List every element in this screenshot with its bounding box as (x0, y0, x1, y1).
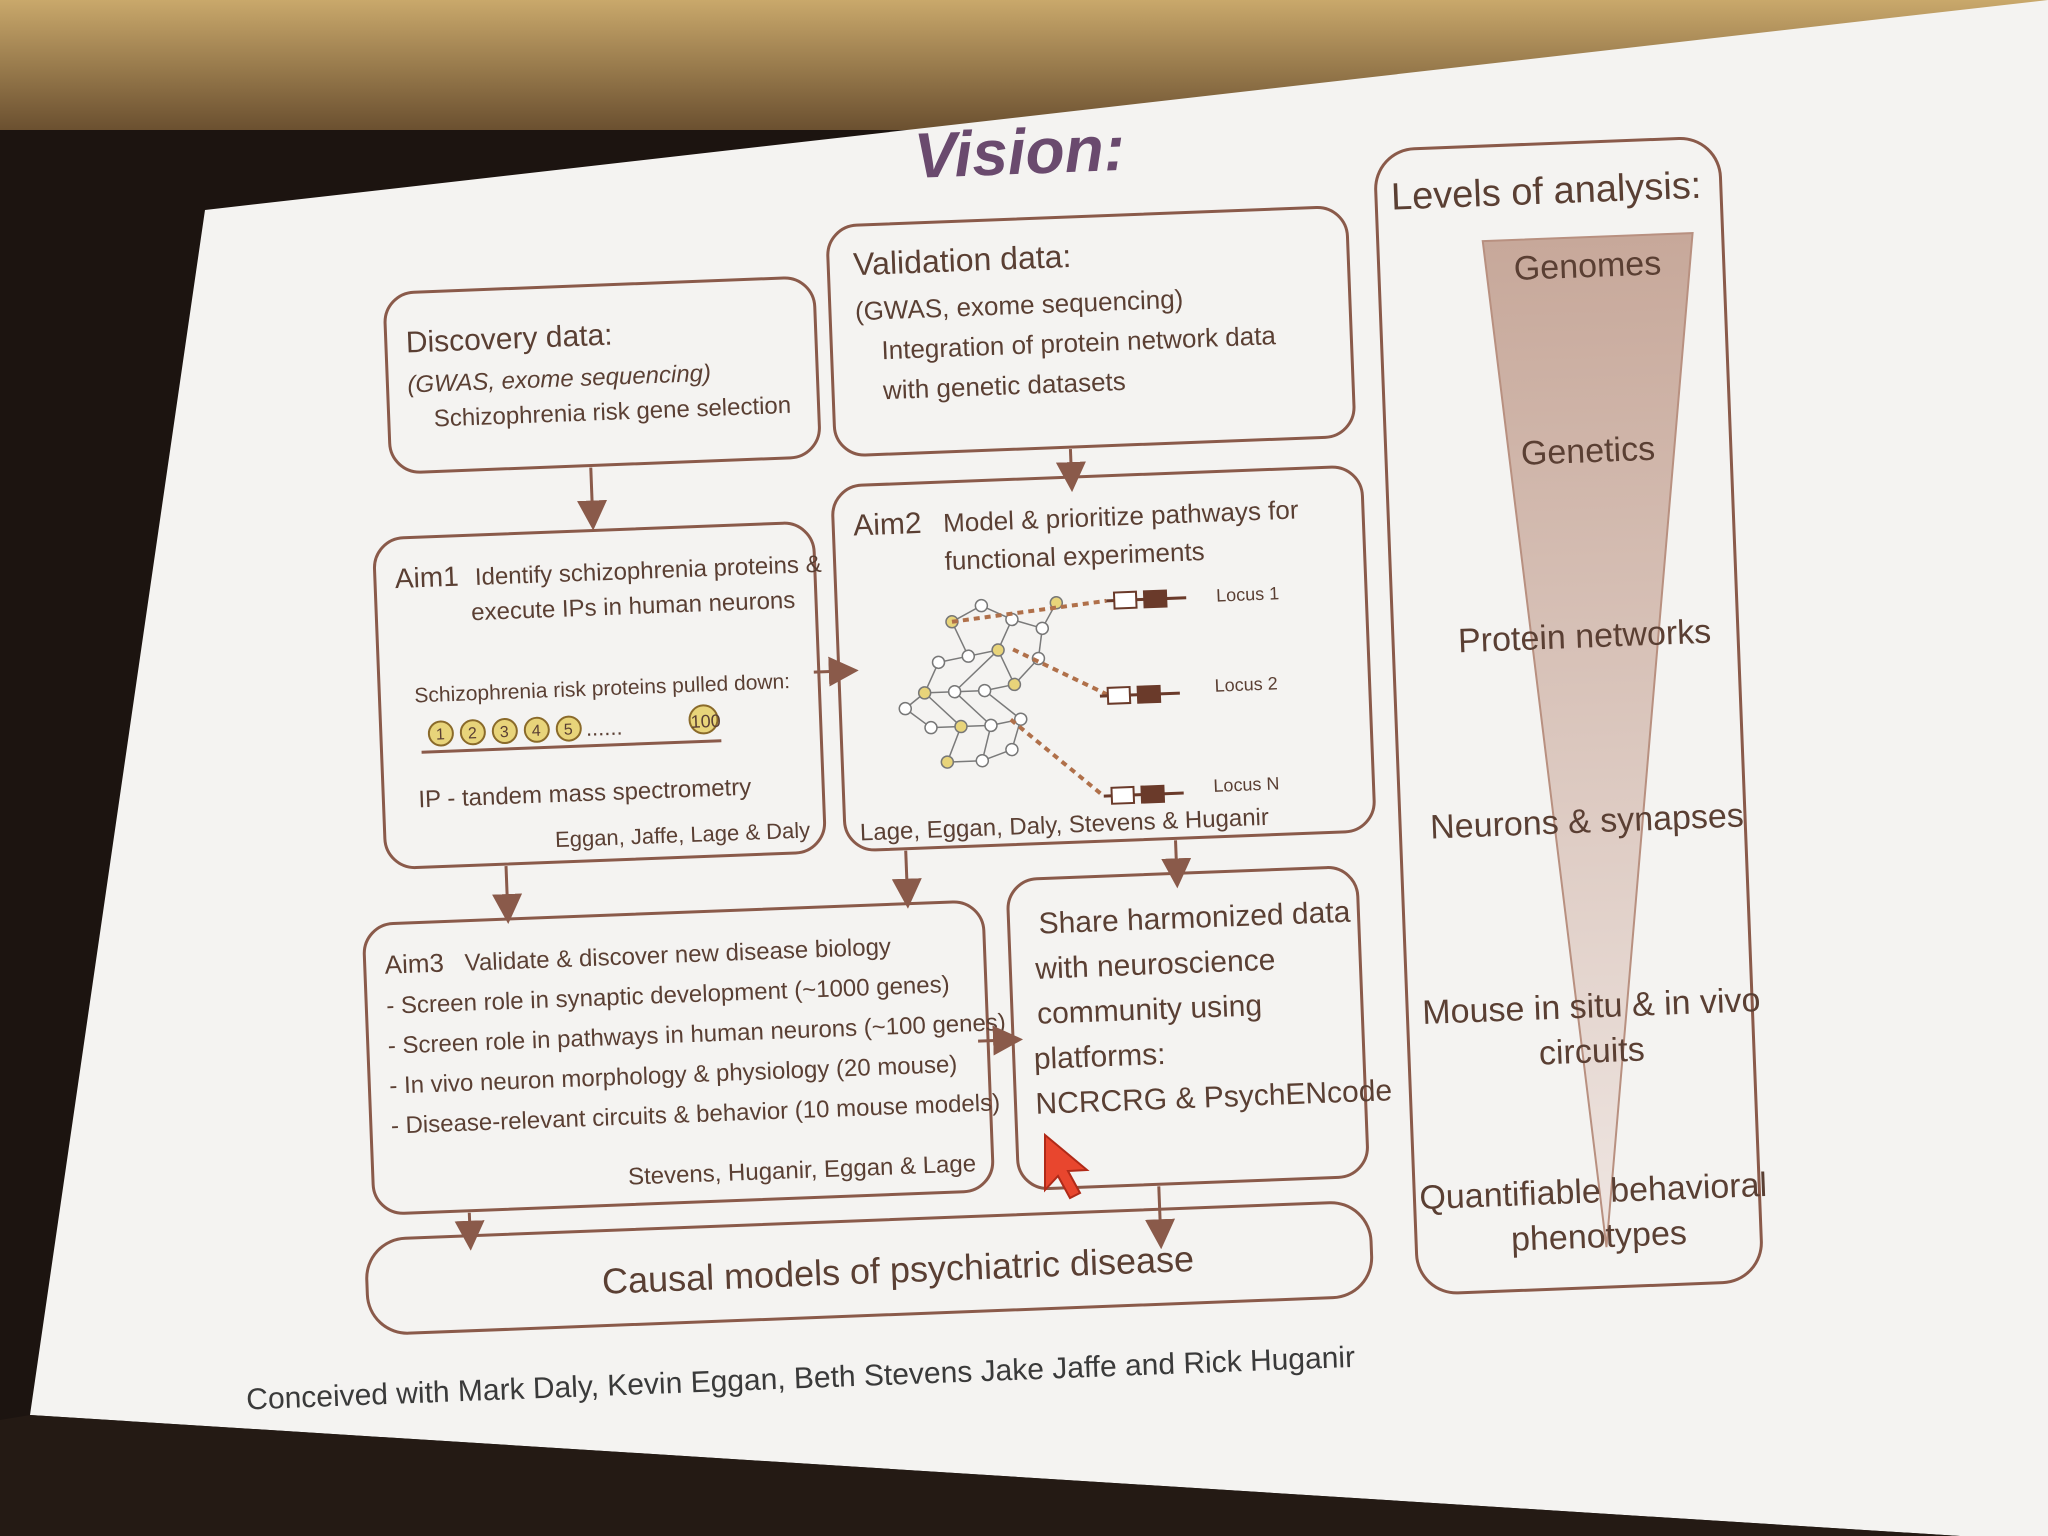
protein-circle-100 (688, 704, 719, 735)
levels-cone (1481, 232, 1694, 1248)
aim1-dots: ...... (585, 715, 623, 741)
protein-network-graphic (898, 589, 1187, 805)
aim3-box (362, 900, 995, 1215)
arrow-aim3-causal (454, 1212, 485, 1251)
network-edge (984, 689, 1022, 720)
protein-circle-label: 2 (468, 725, 478, 742)
aim2-label: Aim2 (853, 507, 923, 543)
protein-circle (523, 716, 550, 743)
network-node (954, 719, 968, 734)
gene-block (1106, 685, 1132, 705)
protein-circle (427, 720, 454, 747)
network-edge (954, 649, 999, 693)
protein-circle (555, 715, 582, 742)
gene-block (1140, 784, 1166, 804)
validation-heading: Validation data: (852, 238, 1071, 282)
protein-circle (491, 718, 518, 745)
network-node (1007, 677, 1022, 692)
protein-circle-label: 4 (532, 723, 542, 740)
aim2-locus1: Locus 1 (1216, 583, 1280, 605)
level-phenotypes: phenotypes (1510, 1214, 1687, 1259)
locus-link (951, 598, 1107, 624)
screen-surface (30, 0, 2048, 1536)
arrow-aim2-share (1161, 840, 1192, 889)
aim2-box (831, 465, 1376, 852)
aim3-label: Aim3 (384, 948, 444, 980)
share-line-4: platforms: (1033, 1038, 1166, 1076)
network-node (931, 655, 946, 670)
network-node (977, 683, 992, 698)
locus-link (1009, 718, 1106, 798)
network-node (975, 753, 990, 768)
discovery-heading: Discovery data: (405, 319, 613, 360)
network-node (1035, 621, 1050, 636)
arrow-aim1-aim3 (492, 866, 523, 925)
network-node (1005, 742, 1019, 757)
network-edge (924, 692, 962, 728)
network-node (898, 701, 913, 716)
aim2-locus2: Locus 2 (1214, 673, 1278, 695)
network-node (991, 643, 1005, 657)
protein-circle (459, 719, 486, 746)
network-node (924, 720, 938, 735)
aim1-last: 100 (690, 711, 721, 732)
network-node (1014, 712, 1028, 726)
network-node (940, 755, 955, 769)
locus-link (1012, 647, 1111, 698)
gene-block (1142, 589, 1168, 609)
arrow-aim2-aim3 (891, 850, 922, 909)
levels-box (1374, 136, 1763, 1295)
level-genetics: Genetics (1520, 430, 1656, 473)
arrow-discovery-aim1 (577, 467, 608, 531)
aim1-label: Aim1 (394, 561, 459, 594)
aim1-box (372, 521, 827, 870)
network-node (961, 649, 976, 663)
network-node (1049, 596, 1064, 610)
network-edge (954, 691, 992, 726)
protein-circle-label: 3 (500, 724, 510, 741)
protein-circle-label: 5 (564, 721, 574, 738)
protein-circle-label: 1 (436, 726, 446, 743)
gene-block (1112, 590, 1138, 610)
screen-shadow (0, 1415, 1960, 1536)
discovery-box (383, 276, 821, 474)
gene-block (1136, 684, 1162, 704)
level-genomes: Genomes (1513, 244, 1662, 288)
causal-box (365, 1201, 1374, 1335)
arrow-aim3-share (978, 1025, 1024, 1056)
level-circuits: circuits (1538, 1031, 1645, 1073)
protein-circles: 1 2 3 4 5 (427, 715, 582, 747)
gene-block (1110, 785, 1136, 805)
network-node (974, 598, 989, 613)
network-node (947, 684, 962, 699)
pointer-cursor-icon (1044, 1132, 1090, 1200)
network-node (984, 718, 998, 733)
share-box (1006, 866, 1369, 1191)
network-node (917, 686, 932, 700)
aim1-underline (421, 739, 722, 754)
validation-box (826, 205, 1356, 457)
aim2-locusN: Locus N (1213, 773, 1280, 796)
arrow-validation-aim2 (1055, 449, 1086, 493)
slide-title: Vision: (913, 112, 1127, 192)
